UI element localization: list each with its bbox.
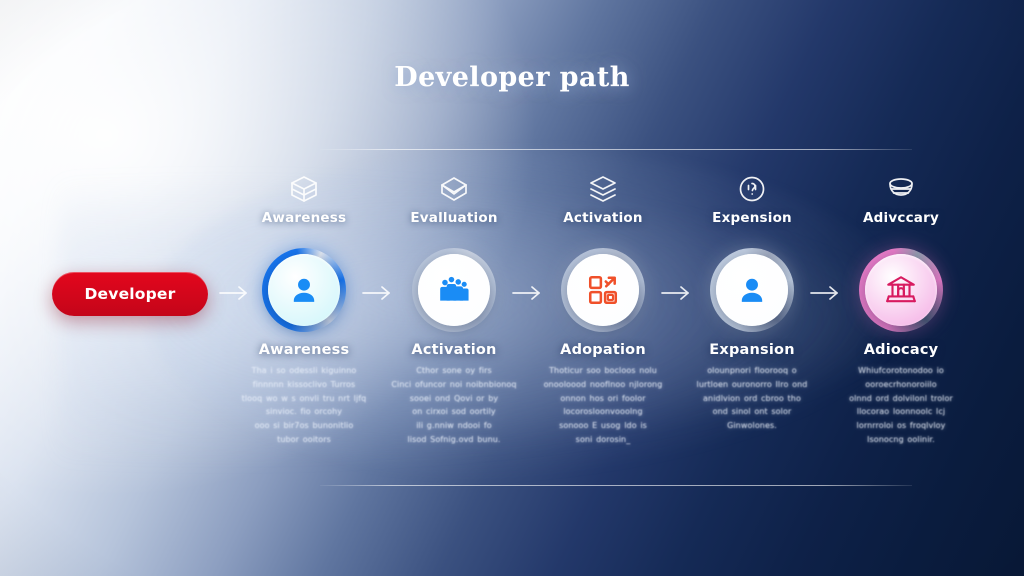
- step-medallion[interactable]: [710, 248, 794, 332]
- step-label: Adiocacy: [863, 342, 939, 358]
- arrow-connector-3: [511, 283, 547, 303]
- step-medallion[interactable]: [412, 248, 496, 332]
- arrow-connector-2: [361, 283, 397, 303]
- grid-squares-icon: [586, 273, 620, 307]
- step-label: Awareness: [258, 342, 350, 358]
- arrow-connector-5: [809, 283, 845, 303]
- step-medallion[interactable]: [561, 248, 645, 332]
- step-disc: [716, 254, 788, 326]
- step-medallion[interactable]: [859, 248, 943, 332]
- developer-entry-pill[interactable]: Developer: [52, 272, 208, 316]
- step-disc: [418, 254, 490, 326]
- page-title: Developer path: [394, 62, 630, 93]
- divider-top: [320, 149, 912, 150]
- user-icon: [735, 273, 769, 307]
- bank-icon: [884, 273, 918, 307]
- arrow-connector-1: [218, 283, 254, 303]
- step-label: Adopation: [560, 342, 646, 358]
- step-medallion[interactable]: [262, 248, 346, 332]
- developer-entry-label: Developer: [84, 285, 176, 303]
- step-label: Expansion: [709, 342, 795, 358]
- step-disc: [567, 254, 639, 326]
- step-disc: [268, 254, 340, 326]
- arrow-connector-4: [660, 283, 696, 303]
- user-icon: [287, 273, 321, 307]
- people-group-icon: [437, 273, 471, 307]
- divider-bottom: [320, 485, 912, 486]
- step-label: Activation: [411, 342, 497, 358]
- step-disc: [865, 254, 937, 326]
